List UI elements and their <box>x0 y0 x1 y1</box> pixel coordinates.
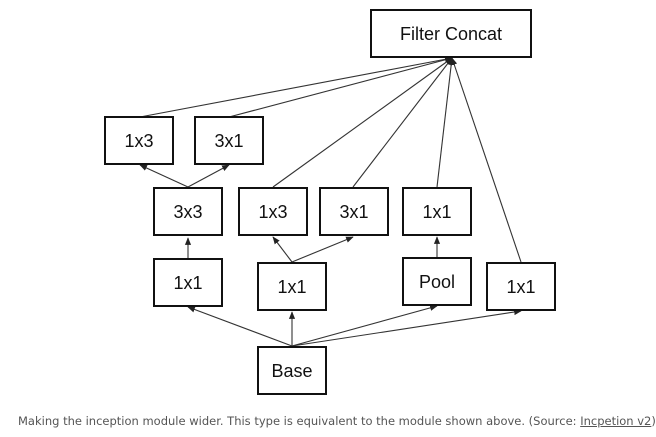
edge-3x1-top-to-concat <box>228 56 453 118</box>
node-label: 1x1 <box>422 202 451 222</box>
edge-b2-1x1-to-1x3 <box>272 236 293 263</box>
node-label: Base <box>271 361 312 381</box>
caption-suffix: ) <box>651 414 656 428</box>
edge-1x3-top-to-concat <box>139 56 453 118</box>
node-label: 1x1 <box>173 273 202 293</box>
node-label: 1x1 <box>277 277 306 297</box>
node-b2-3x1: 3x1 <box>319 187 389 236</box>
edge-3x3-to-1x3 <box>139 164 189 188</box>
node-b2-1x3: 1x3 <box>238 187 308 236</box>
edge-base-to-b4-1x1 <box>291 309 522 347</box>
node-label: 3x3 <box>173 202 202 222</box>
edge-b2-1x3-to-concat <box>272 57 453 188</box>
edge-3x3-to-3x1 <box>187 164 230 188</box>
node-label: 1x1 <box>506 277 535 297</box>
inception-module-diagram: Filter Concat 1x3 3x1 3x3 1x3 3x1 1x1 1x… <box>104 9 556 395</box>
node-b1-3x3: 3x3 <box>153 187 223 236</box>
edge-b4-1x1-to-concat <box>451 57 522 263</box>
node-base: Base <box>257 346 327 395</box>
edge-base-to-b1-1x1 <box>187 306 293 347</box>
node-b1-1x1: 1x1 <box>153 258 223 307</box>
edge-base-to-pool <box>291 304 438 347</box>
node-label: Filter Concat <box>400 24 502 44</box>
node-b4-1x1: 1x1 <box>486 262 556 311</box>
edge-b2-3x1-to-concat <box>352 57 453 188</box>
edge-b2-1x1-to-3x1 <box>291 236 354 263</box>
source-link[interactable]: Incpetion v2 <box>580 414 652 428</box>
node-b3-pool: Pool <box>402 257 472 306</box>
node-filter-concat: Filter Concat <box>370 9 532 58</box>
figure-caption: Making the inception module wider. This … <box>18 414 656 428</box>
diagram-edges <box>139 56 522 347</box>
node-b1-1x3: 1x3 <box>104 116 174 165</box>
edge-b3-1x1-to-concat <box>436 57 455 188</box>
caption-text: Making the inception module wider. This … <box>18 414 581 428</box>
node-b2-1x1: 1x1 <box>257 262 327 311</box>
node-b1-3x1: 3x1 <box>194 116 264 165</box>
node-b3-1x1-top: 1x1 <box>402 187 472 236</box>
node-label: 3x1 <box>339 202 368 222</box>
node-label: 1x3 <box>124 131 153 151</box>
node-label: 1x3 <box>258 202 287 222</box>
node-label: Pool <box>419 272 455 292</box>
node-label: 3x1 <box>214 131 243 151</box>
